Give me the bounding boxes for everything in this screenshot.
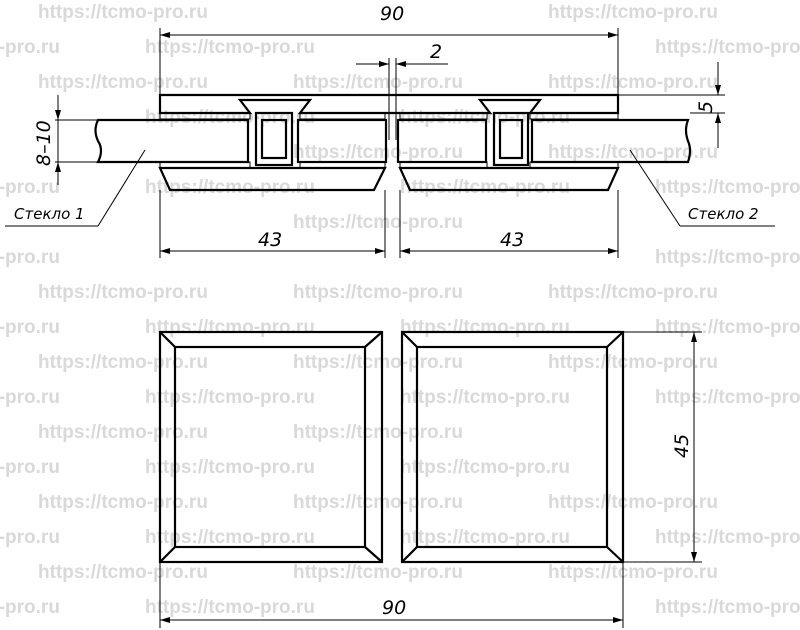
watermark-text: https://tcmo-pro.ru [293, 212, 463, 233]
watermark-text: https://tcmo-pro.ru [400, 527, 570, 548]
watermark-text: https://tcmo-pro.ru [0, 247, 60, 268]
watermark-text: https://tcmo-pro.ru [400, 387, 570, 408]
watermark-text: https://tcmo-pro.ru [0, 527, 60, 548]
watermark-text: https://tcmo-pro.ru [0, 387, 60, 408]
watermark-text: https://tcmo-pro.ru [548, 142, 718, 163]
glass-2 [396, 118, 488, 164]
section-view: 90 2 8–10 5 [5, 3, 775, 258]
watermark-text: https://tcmo-pro.ru [655, 177, 800, 198]
watermark-text: https://tcmo-pro.ru [548, 352, 718, 373]
watermark-text: https://tcmo-pro.ru [38, 282, 208, 303]
watermark-text: https://tcmo-pro.ru [400, 457, 570, 478]
watermark-text: https://tcmo-pro.ru [655, 527, 800, 548]
watermark-text: https://tcmo-pro.ru [145, 37, 315, 58]
watermark-text: https://tcmo-pro.ru [293, 72, 463, 93]
watermark-text: https://tcmo-pro.ru [38, 422, 208, 443]
label-glass-2: Стекло 2 [688, 205, 759, 223]
watermark-text: https://tcmo-pro.ru [293, 562, 463, 583]
watermark-text: https://tcmo-pro.ru [293, 422, 463, 443]
watermark-text: https://tcmo-pro.ru [145, 527, 315, 548]
dim-overall-width: 90 [380, 3, 404, 25]
watermark-text: https://tcmo-pro.ru [293, 492, 463, 513]
plate-left-outline [158, 330, 384, 564]
watermark-text: https://tcmo-pro.ru [400, 317, 570, 338]
dim-gap: 2 [430, 41, 442, 63]
watermark-text: https://tcmo-pro.ru [655, 317, 800, 338]
plan-view: 45 90 [158, 330, 702, 628]
glass-1 [94, 118, 250, 164]
watermark-text: https://tcmo-pro.ru [0, 317, 60, 338]
watermark-text: https://tcmo-pro.ru [145, 457, 315, 478]
watermark-text: https://tcmo-pro.ru [145, 107, 315, 128]
watermark-text: https://tcmo-pro.ru [548, 492, 718, 513]
watermark-text: https://tcmo-pro.ru [0, 457, 60, 478]
bolt-right [492, 111, 530, 167]
bolt-left [254, 111, 294, 167]
watermark-text: https://tcmo-pro.ru [145, 387, 315, 408]
dim-left-plate: 43 [258, 229, 282, 251]
watermark-text: https://tcmo-pro.ru [655, 247, 800, 268]
watermark-text: https://tcmo-pro.ru [655, 37, 800, 58]
watermark-text: https://tcmo-pro.ru [145, 177, 315, 198]
watermark-text: https://tcmo-pro.ru [38, 352, 208, 373]
watermark-text: https://tcmo-pro.ru [38, 492, 208, 513]
watermark-text: https://tcmo-pro.ru [0, 177, 60, 198]
watermark-text: https://tcmo-pro.ru [38, 2, 208, 23]
label-glass-1: Стекло 1 [14, 205, 85, 223]
watermark-text: https://tcmo-pro.ru [145, 317, 315, 338]
watermark-text: https://tcmo-pro.ru [548, 282, 718, 303]
watermark-text: https://tcmo-pro.ru [293, 142, 463, 163]
watermark-text: https://tcmo-pro.ru [145, 597, 315, 618]
watermark-text: https://tcmo-pro.ru [548, 2, 718, 23]
watermark-text: https://tcmo-pro.ru [548, 562, 718, 583]
watermark-text: https://tcmo-pro.ru [38, 562, 208, 583]
dim-plate-thickness: 5 [695, 101, 717, 113]
bottom-plate-left [158, 166, 387, 192]
dim-height: 45 [671, 434, 693, 458]
watermark-text: https://tcmo-pro.ru [293, 352, 463, 373]
bottom-plate-right [398, 166, 620, 192]
watermark-text: https://tcmo-pro.ru [0, 597, 60, 618]
plate-right-outline [400, 330, 625, 564]
watermark-text: https://tcmo-pro.ru [548, 72, 718, 93]
watermark-text: https://tcmo-pro.ru [293, 282, 463, 303]
watermark-text: https://tcmo-pro.ru [400, 177, 570, 198]
watermark-text: https://tcmo-pro.ru [655, 597, 800, 618]
dim-glass-thickness: 8–10 [33, 120, 55, 166]
dim-right-plate: 43 [500, 229, 524, 251]
watermark-text: https://tcmo-pro.ru [655, 387, 800, 408]
watermark-text: https://tcmo-pro.ru [0, 37, 60, 58]
dim-width: 90 [382, 597, 406, 619]
watermark-text: https://tcmo-pro.ru [38, 72, 208, 93]
